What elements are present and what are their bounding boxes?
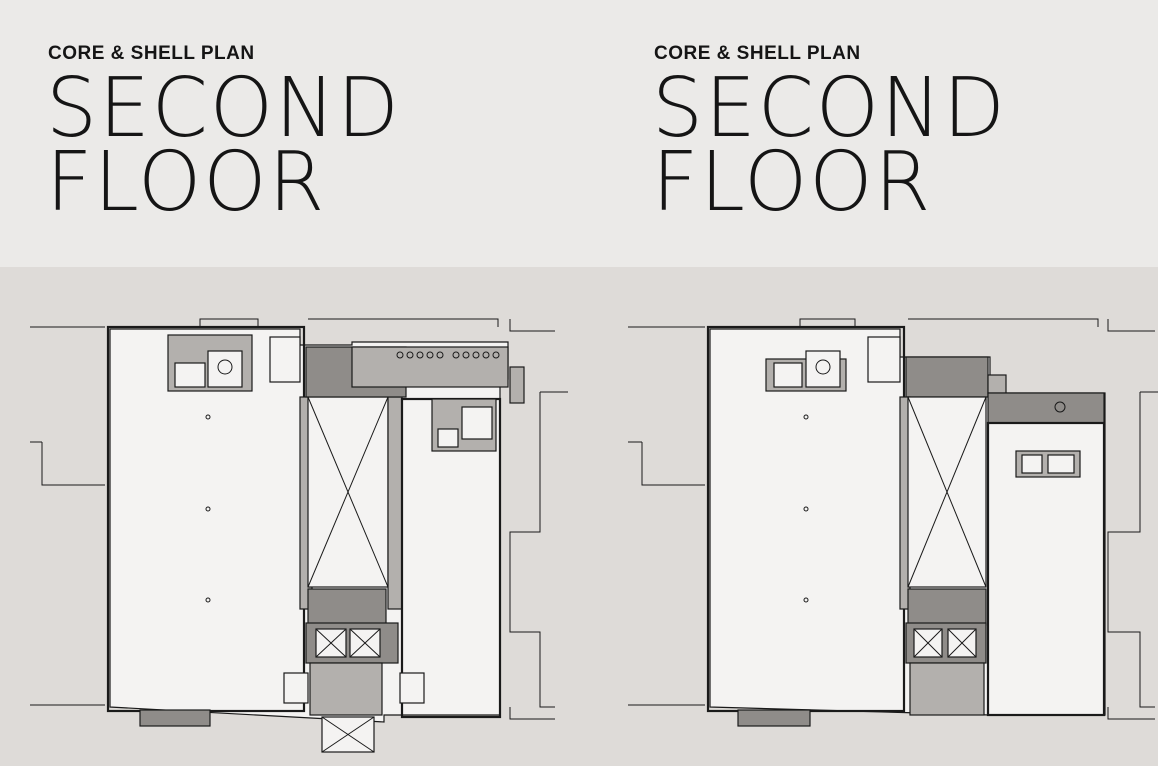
entrance-lobby <box>909 662 985 716</box>
wc-room <box>207 350 243 388</box>
site-line <box>509 319 555 332</box>
site-line <box>799 318 856 327</box>
panel-left-eyebrow: CORE & SHELL PLAN <box>48 43 255 64</box>
lobby-room <box>867 336 901 383</box>
wc-room <box>1047 454 1075 474</box>
entrance-vestibule <box>399 672 425 704</box>
site-line <box>641 442 705 486</box>
panel-left-heading: SECOND FLOOR <box>46 61 401 230</box>
void-cross <box>907 396 987 588</box>
panel-right-heading-line-2: FLOOR <box>652 135 933 230</box>
floor-plan-left <box>30 318 568 753</box>
steps-line <box>321 716 375 753</box>
panel-left-title: CORE & SHELL PLAN SECOND FLOOR <box>46 40 408 230</box>
site-line <box>509 392 555 708</box>
void-cross <box>307 396 389 588</box>
panel-left-heading-line-1: SECOND <box>46 61 401 156</box>
plant-room <box>351 346 509 388</box>
plant-room <box>987 392 1105 424</box>
site-line <box>1107 707 1155 720</box>
plant-units <box>396 351 500 359</box>
site-line <box>509 707 555 720</box>
wc-room <box>174 362 206 388</box>
panel-left-heading-line-2: FLOOR <box>46 135 327 230</box>
plant-unit <box>1054 401 1066 413</box>
lower-stair <box>307 588 387 626</box>
panel-right-title: CORE & SHELL PLAN SECOND FLOOR <box>652 40 1014 230</box>
columns <box>803 414 809 603</box>
east-wing-wall <box>986 421 1106 717</box>
site-line <box>308 318 499 327</box>
floor-plan-right <box>628 318 1158 727</box>
lower-stair <box>907 588 987 626</box>
wc-room <box>437 428 459 448</box>
entrance-lobby <box>309 662 383 716</box>
washbasin <box>217 359 233 375</box>
wc-room <box>773 362 803 388</box>
columns <box>205 414 211 603</box>
wc-room <box>1021 454 1043 474</box>
lift-shafts <box>315 628 381 658</box>
panel-right-heading-line-1: SECOND <box>652 61 1007 156</box>
riser <box>509 366 525 404</box>
wc-room <box>805 350 841 388</box>
site-line <box>1107 392 1155 708</box>
stair-core <box>905 356 989 398</box>
lightwell <box>737 709 811 727</box>
site-line <box>1107 319 1155 332</box>
riser <box>987 374 1007 394</box>
site-line <box>199 318 259 327</box>
lightwell <box>139 709 211 727</box>
panel-right-heading: SECOND FLOOR <box>652 61 1007 230</box>
washbasin <box>815 359 831 375</box>
lobby-room <box>269 336 301 383</box>
site-line <box>41 442 105 486</box>
entrance-vestibule <box>283 672 309 704</box>
header-band <box>0 0 1158 267</box>
core-wall <box>387 396 403 610</box>
lift-shafts <box>913 628 977 658</box>
panel-right-eyebrow: CORE & SHELL PLAN <box>654 43 861 64</box>
wc-room <box>461 406 493 440</box>
site-line <box>908 318 1099 327</box>
